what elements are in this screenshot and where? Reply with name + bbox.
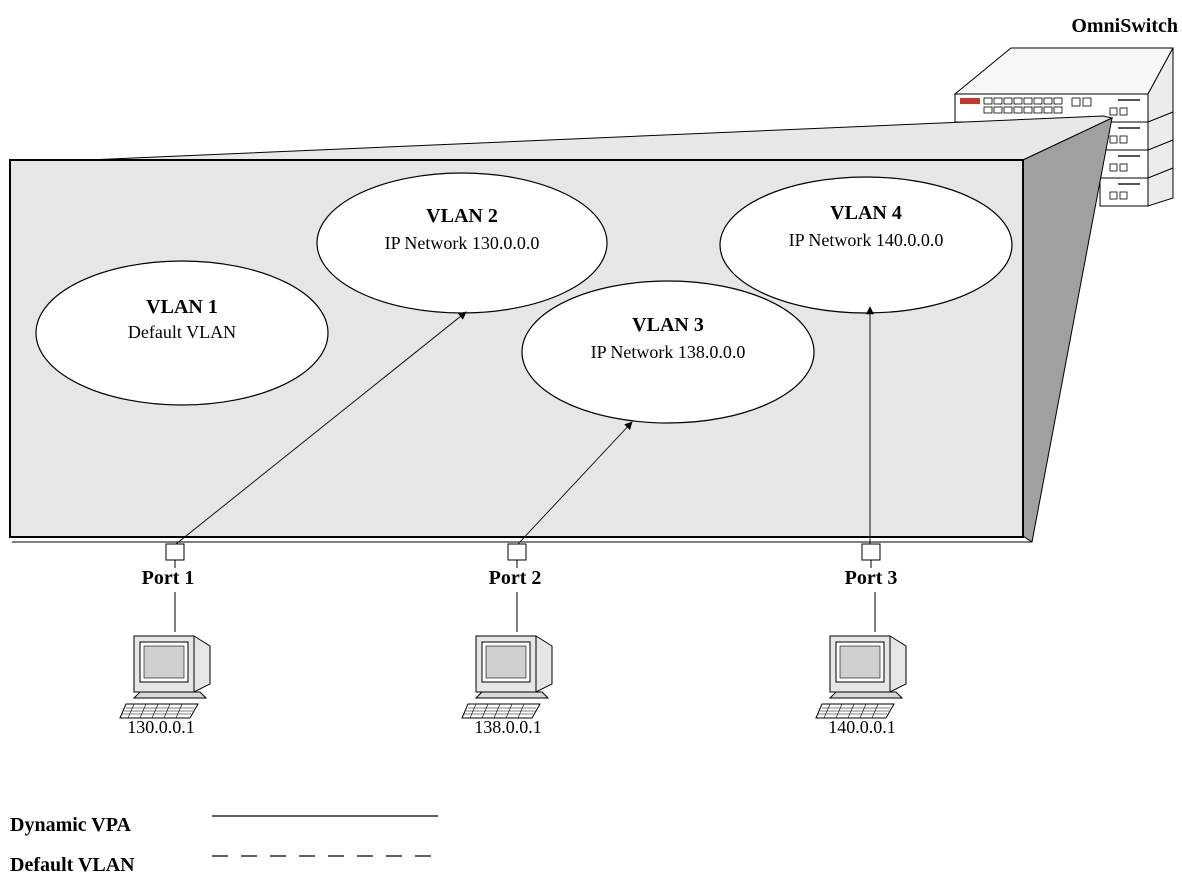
vlan-4-title: VLAN 4 [830,202,902,224]
legend-default-vlan-label: Default VLAN [10,854,135,876]
computer-icon [815,635,907,719]
host-1-ip: 130.0.0.1 [127,717,195,737]
vlan-2-title: VLAN 2 [426,205,498,227]
vlan-1-title: VLAN 1 [146,296,218,318]
vlan-3: VLAN 3 IP Network 138.0.0.0 [521,280,815,424]
projection-top [87,115,1114,161]
computer-icon [119,635,211,719]
vlan-2-subtitle: IP Network 130.0.0.0 [385,233,540,253]
vlan-1-subtitle: Default VLAN [128,322,236,342]
vlan-4-subtitle: IP Network 140.0.0.0 [789,230,944,250]
port-2: Port 2 [489,543,542,632]
computer-icon [461,635,553,719]
vlan-4: VLAN 4 IP Network 140.0.0.0 [719,176,1013,314]
port-2-label: Port 2 [489,567,542,589]
legend: Dynamic VPA Default VLAN [10,814,438,876]
port-1: Port 1 [142,543,195,632]
port-3-label: Port 3 [845,567,898,589]
vlan-3-subtitle: IP Network 138.0.0.0 [591,342,746,362]
legend-dynamic-vpa-label: Dynamic VPA [10,814,131,836]
vlan-3-title: VLAN 3 [632,314,704,336]
host-3-ip: 140.0.0.1 [828,717,896,737]
switch-label: OmniSwitch [1071,15,1178,37]
vpa-arrow-port1-vlan2 [175,311,467,545]
projection-side [1022,117,1113,543]
vpa-arrow-port2-vlan3 [517,421,633,545]
port-3: Port 3 [845,543,898,632]
vlan-2: VLAN 2 IP Network 130.0.0.0 [316,172,608,314]
host-2-ip: 138.0.0.1 [474,717,542,737]
port-1-label: Port 1 [142,567,195,589]
vlan-1: VLAN 1 Default VLAN [35,260,329,406]
